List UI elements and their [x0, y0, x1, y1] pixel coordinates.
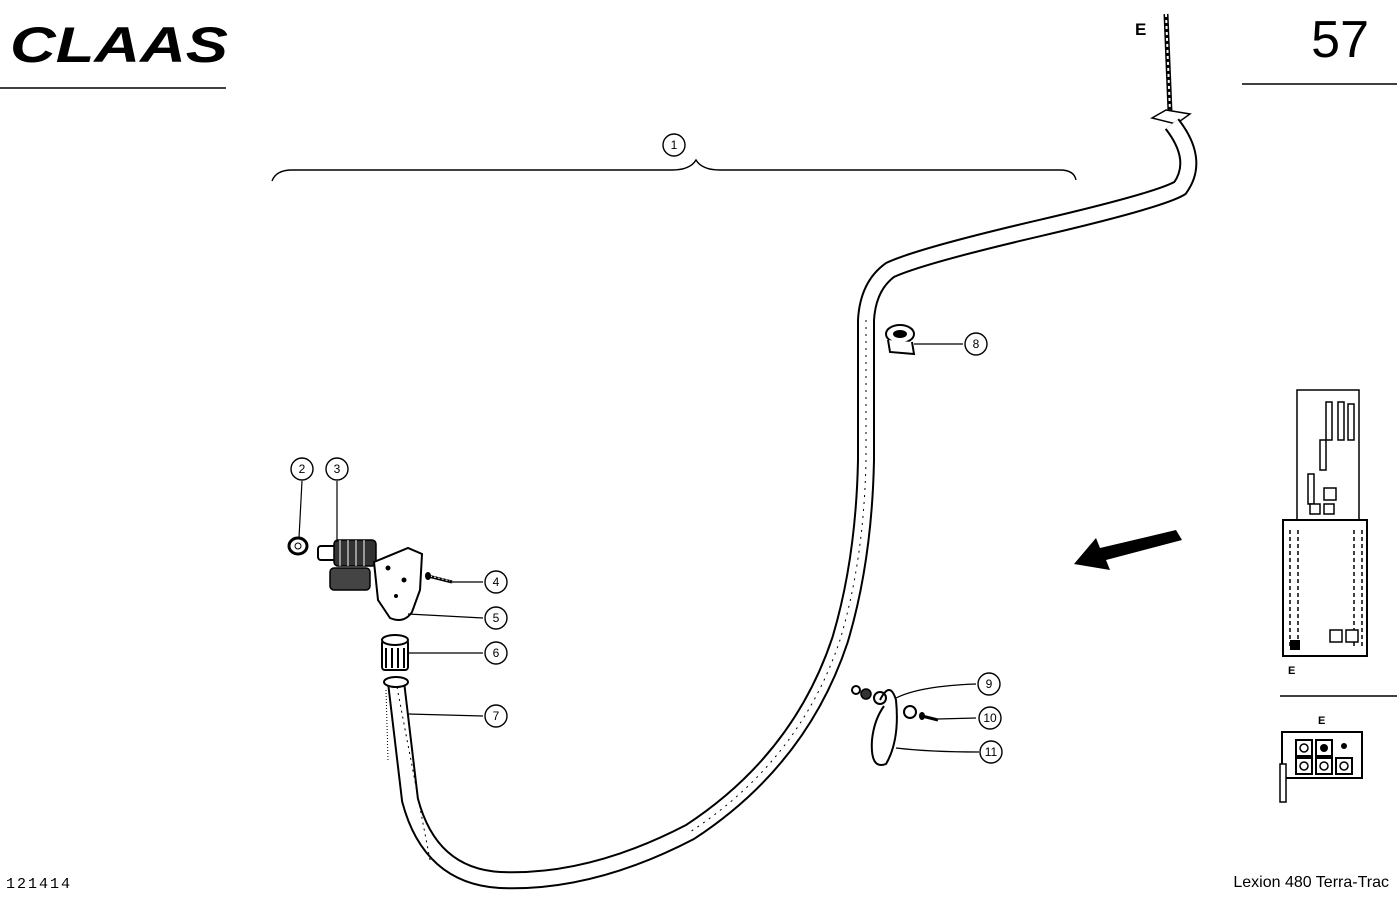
callout-8-label: 8: [973, 337, 980, 351]
assembly-bracket: [271, 158, 1077, 182]
callout-7[interactable]: 7: [484, 704, 508, 728]
hose-end-7: [383, 676, 409, 761]
locator-lower: E: [1279, 695, 1397, 803]
callout-1[interactable]: 1: [662, 133, 686, 157]
callout-9[interactable]: 9: [977, 672, 1001, 696]
clamp-hardware: [851, 685, 939, 766]
connector-plug-3: [317, 539, 377, 591]
washer-9: [903, 705, 917, 719]
callout-2[interactable]: 2: [290, 457, 314, 481]
callout-5[interactable]: 5: [484, 606, 508, 630]
sheet-letter: E: [1135, 20, 1147, 39]
nut-9: [851, 685, 861, 695]
callout-10-label: 10: [983, 711, 997, 725]
seal-ring-2: [287, 536, 309, 556]
callout-2-label: 2: [299, 462, 306, 476]
connector-housing-5: [372, 546, 424, 621]
page-number: 57: [1311, 11, 1369, 69]
locator-upper: E: [1282, 389, 1368, 677]
cable-grommet: [1150, 109, 1192, 125]
cable-top: [1150, 13, 1192, 125]
screw-4: [425, 572, 453, 584]
callout-5-label: 5: [493, 611, 500, 625]
callout-4[interactable]: 4: [484, 570, 508, 594]
leader-lines: [298, 343, 980, 753]
callout-11[interactable]: 11: [979, 740, 1003, 764]
callout-3-label: 3: [334, 462, 341, 476]
callout-6-label: 6: [493, 646, 500, 660]
main-hose: [387, 118, 1198, 890]
clamp-strap-11: [870, 689, 898, 766]
callout-3[interactable]: 3: [325, 457, 349, 481]
brand-text: CLAAS: [10, 20, 228, 68]
callout-8[interactable]: 8: [964, 332, 988, 356]
direction-arrow-icon: [1074, 530, 1182, 570]
hose-clip-8: [885, 324, 916, 356]
reference-code: 121414: [6, 876, 73, 893]
locator-upper-label: E: [1288, 665, 1295, 677]
callout-4-label: 4: [493, 575, 500, 589]
sleeve-6: [381, 634, 409, 671]
callout-11-label: 11: [985, 745, 998, 759]
model-name: Lexion 480 Terra-Trac: [1233, 874, 1389, 891]
callout-10[interactable]: 10: [978, 706, 1002, 730]
callout-9-label: 9: [986, 677, 993, 691]
callouts: 1 2 3 4 5 6 7: [290, 133, 1003, 764]
callout-7-label: 7: [493, 709, 500, 723]
locator-lower-label: E: [1318, 715, 1325, 727]
callout-6[interactable]: 6: [484, 641, 508, 665]
callout-1-label: 1: [671, 138, 678, 152]
claas-logo: CLAAS: [10, 20, 228, 68]
